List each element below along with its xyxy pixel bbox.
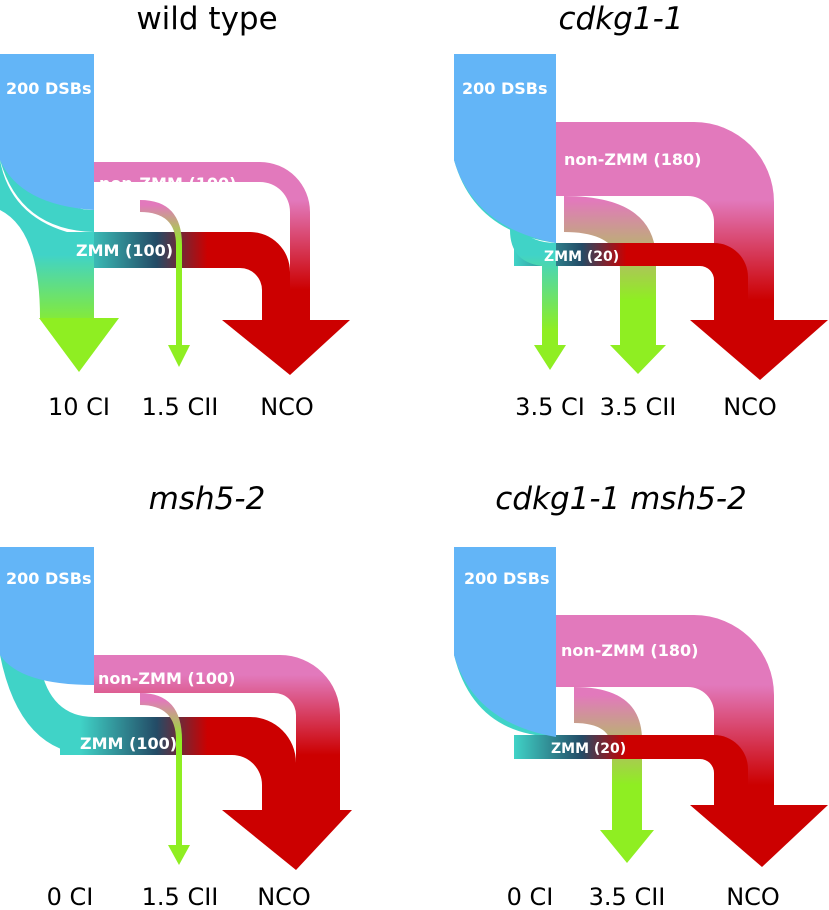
cii-output-label: 1.5 CII [142, 883, 219, 910]
ci-output-label: 3.5 CI [515, 393, 585, 421]
zmm-label: ZMM (20) [544, 249, 619, 265]
dsb-source [0, 54, 94, 210]
cii-output-label: 3.5 CII [589, 883, 666, 910]
zmm-label: ZMM (20) [551, 741, 626, 757]
cii-arrowhead [610, 345, 666, 374]
panel-msh5-2: msh5-2 200 DSBs non-ZMM (100) ZMM (100) … [0, 455, 414, 910]
cii-flow [140, 693, 182, 845]
flow-diagram: 200 DSBs non-ZMM (180) ZMM (20) 0 CI 3.5… [454, 547, 828, 910]
cii-output-label: 3.5 CII [600, 393, 677, 421]
panel-title: cdkg1-1 msh5-2 [495, 481, 747, 517]
ci-output-label: 0 CI [47, 883, 94, 910]
panel-cdkg1-1: cdkg1-1 200 DS [414, 0, 828, 455]
flow-diagram: 200 DSBs non-ZMM (100) ZMM (100) 0 CI 1.… [0, 547, 352, 910]
nco-output-label: NCO [723, 393, 777, 421]
non-zmm-label: non-ZMM (180) [564, 150, 701, 169]
nco-output-label: NCO [726, 883, 780, 910]
ci-arrowhead [534, 345, 566, 370]
nco-arrowhead [222, 320, 350, 375]
cii-flow [564, 196, 656, 345]
panel-title: msh5-2 [148, 481, 266, 517]
ci-output-label: 0 CI [507, 883, 554, 910]
panel-title: wild type [136, 1, 278, 37]
ci-arrowhead [39, 318, 119, 372]
dsb-source [454, 547, 556, 737]
ci-flow [0, 160, 94, 318]
nco-output-label: NCO [257, 883, 311, 910]
nco-arrowhead [690, 805, 828, 867]
dsb-source [454, 54, 556, 243]
zmm-label: ZMM (100) [76, 241, 173, 260]
zmm-to-nco-flow [60, 232, 290, 320]
nco-arrowhead [222, 810, 352, 870]
cii-flow [140, 200, 182, 345]
dsb-label: 200 DSBs [6, 569, 92, 588]
non-zmm-flow [94, 655, 340, 810]
zmm-to-nco-flow [514, 243, 748, 320]
cii-arrowhead [600, 830, 654, 863]
flow-diagram: 200 DSBs non-ZMM (100) ZMM (100) 10 CI 1… [0, 54, 350, 421]
non-zmm-flow [94, 162, 310, 320]
dsb-label: 200 DSBs [464, 569, 550, 588]
ci-output-label: 10 CI [48, 393, 110, 421]
panel-wild-type: wild type [0, 0, 414, 455]
dsb-label: 200 DSBs [462, 79, 548, 98]
cii-arrowhead [168, 345, 190, 367]
ci-stem [64, 250, 94, 318]
ci-flow [510, 190, 558, 345]
zmm-to-nco-flow [60, 717, 296, 810]
cii-flow [574, 687, 642, 830]
nco-output-label: NCO [260, 393, 314, 421]
cii-output-label: 1.5 CII [142, 393, 219, 421]
non-zmm-label: non-ZMM (100) [98, 669, 235, 688]
flow-diagram: 200 DSBs non-ZMM (180) ZMM (20) 3.5 CI 3… [454, 54, 828, 421]
zmm-label: ZMM (100) [80, 734, 177, 753]
cii-arrowhead [168, 845, 190, 865]
nco-arrowhead [690, 320, 828, 380]
panel-cdkg1-1-msh5-2: cdkg1-1 msh5-2 200 DSBs non-ZMM (180) ZM… [414, 455, 828, 910]
zmm-to-nco-flow [514, 735, 748, 805]
dsb-label: 200 DSBs [6, 79, 92, 98]
non-zmm-label: non-ZMM (180) [561, 641, 698, 660]
panel-title: cdkg1-1 [558, 1, 684, 37]
dsb-source [0, 547, 94, 685]
non-zmm-label: non-ZMM (100) [99, 174, 236, 193]
